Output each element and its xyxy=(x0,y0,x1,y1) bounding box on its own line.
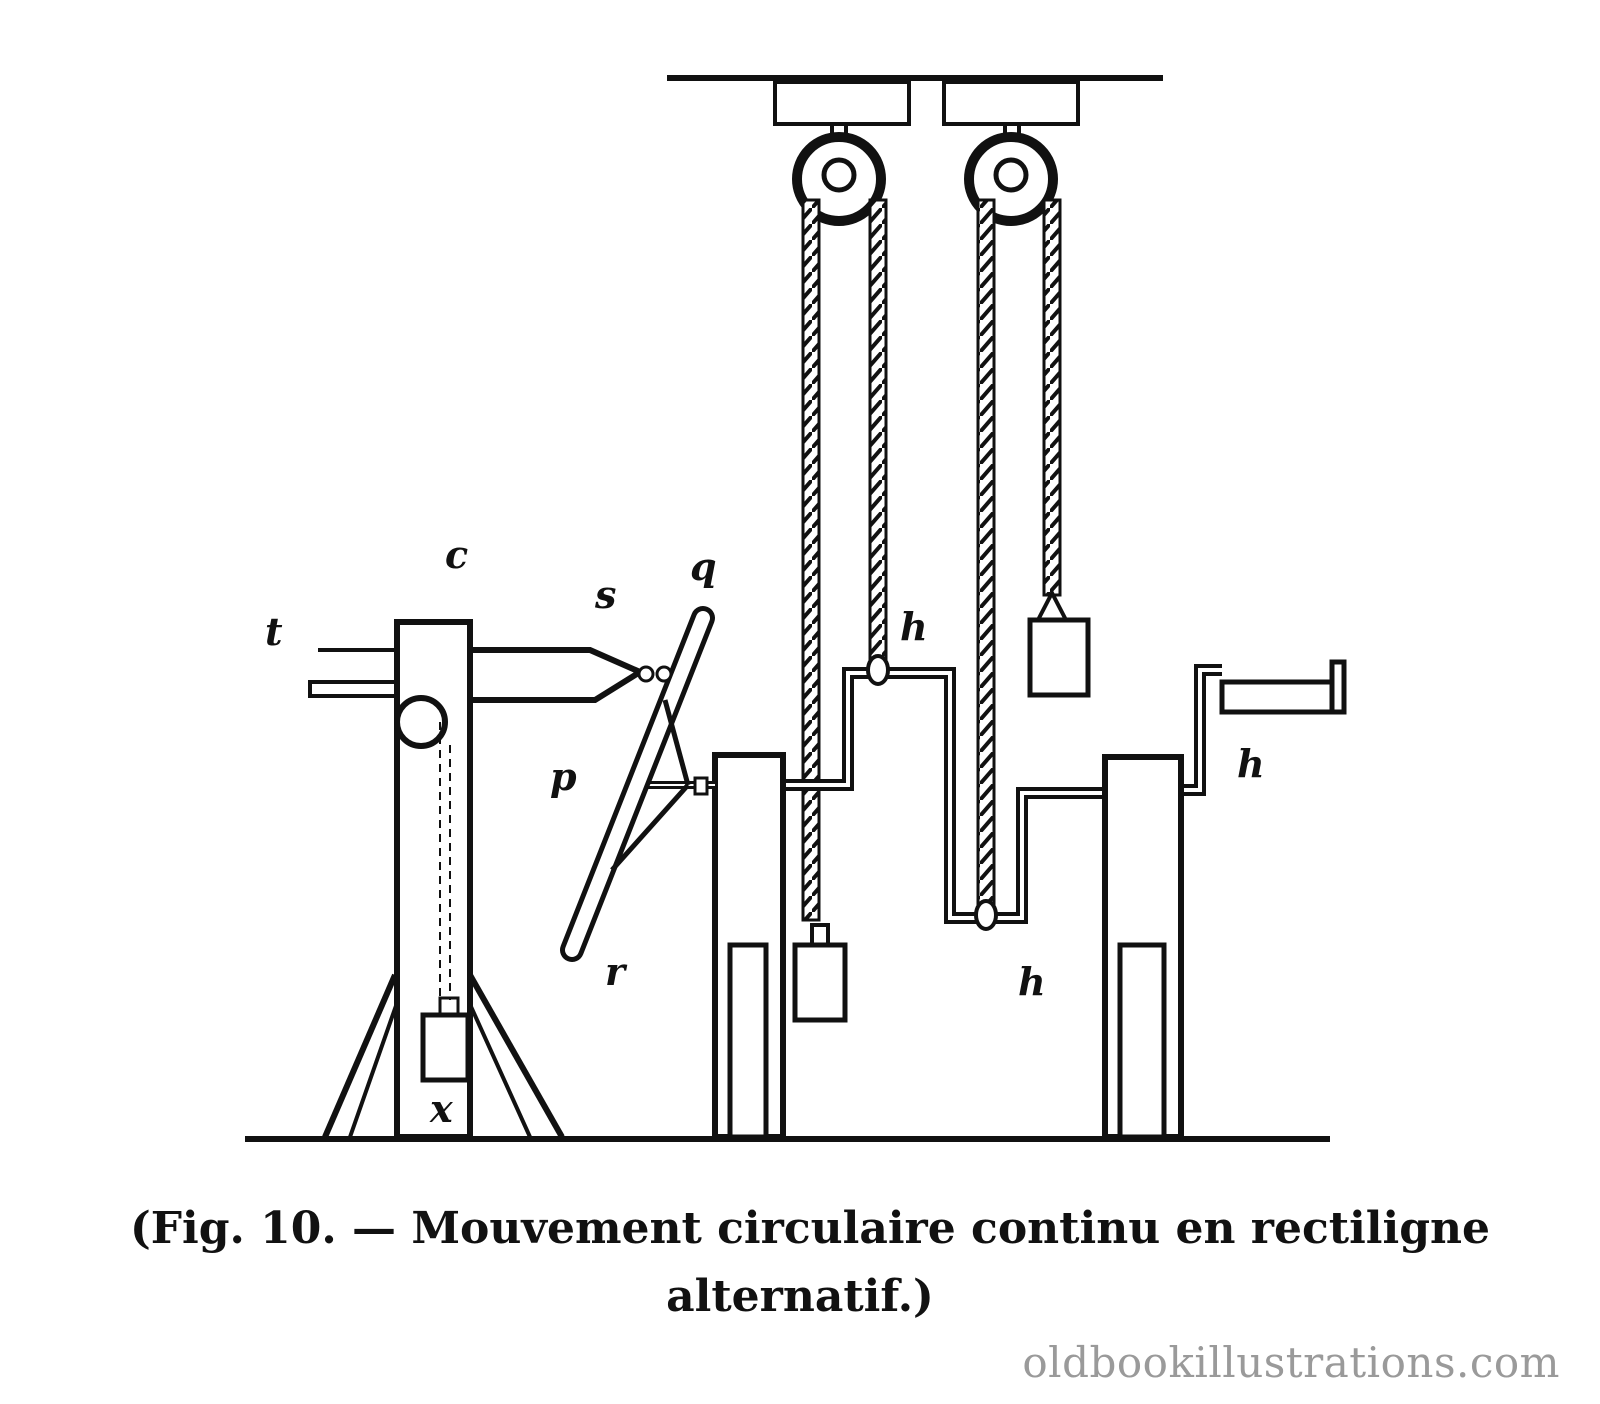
label-s: s xyxy=(594,572,616,617)
label-p: p xyxy=(550,754,577,799)
rope-right-inner xyxy=(976,198,996,917)
label-h-bottom: h xyxy=(1018,959,1046,1004)
lever xyxy=(560,606,715,962)
label-h-top: h xyxy=(900,604,928,649)
caption-line-1: (Fig. 10. — Mouvement circulaire continu… xyxy=(129,1203,1490,1254)
label-x: x xyxy=(429,1086,454,1131)
label-t: t xyxy=(265,609,283,654)
label-q: q xyxy=(690,544,717,589)
weight-right xyxy=(1027,617,1091,698)
figure-caption: (Fig. 10. — Mouvement circulaire continu… xyxy=(0,1195,1600,1331)
rope-left-inner xyxy=(868,198,888,672)
stand-weight xyxy=(420,1012,471,1083)
weight-left xyxy=(792,942,848,1023)
label-h-right: h xyxy=(1237,741,1265,786)
label-c: c xyxy=(445,532,468,577)
spindle xyxy=(308,647,673,703)
post-middle xyxy=(712,752,786,1140)
post-right xyxy=(1102,754,1184,1140)
label-r: r xyxy=(605,949,628,994)
crank-frame xyxy=(782,667,1105,924)
stand-pulley xyxy=(394,695,448,749)
pulley-bracket-right xyxy=(942,80,1080,126)
rope-left-outer xyxy=(801,198,821,922)
stand-legs xyxy=(322,973,565,1139)
pulley-bracket-left xyxy=(773,80,911,126)
watermark: oldbookillustrations.com xyxy=(1022,1338,1560,1387)
caption-line-2: alternatif.) xyxy=(666,1271,934,1322)
rope-right-outer xyxy=(1042,198,1062,597)
